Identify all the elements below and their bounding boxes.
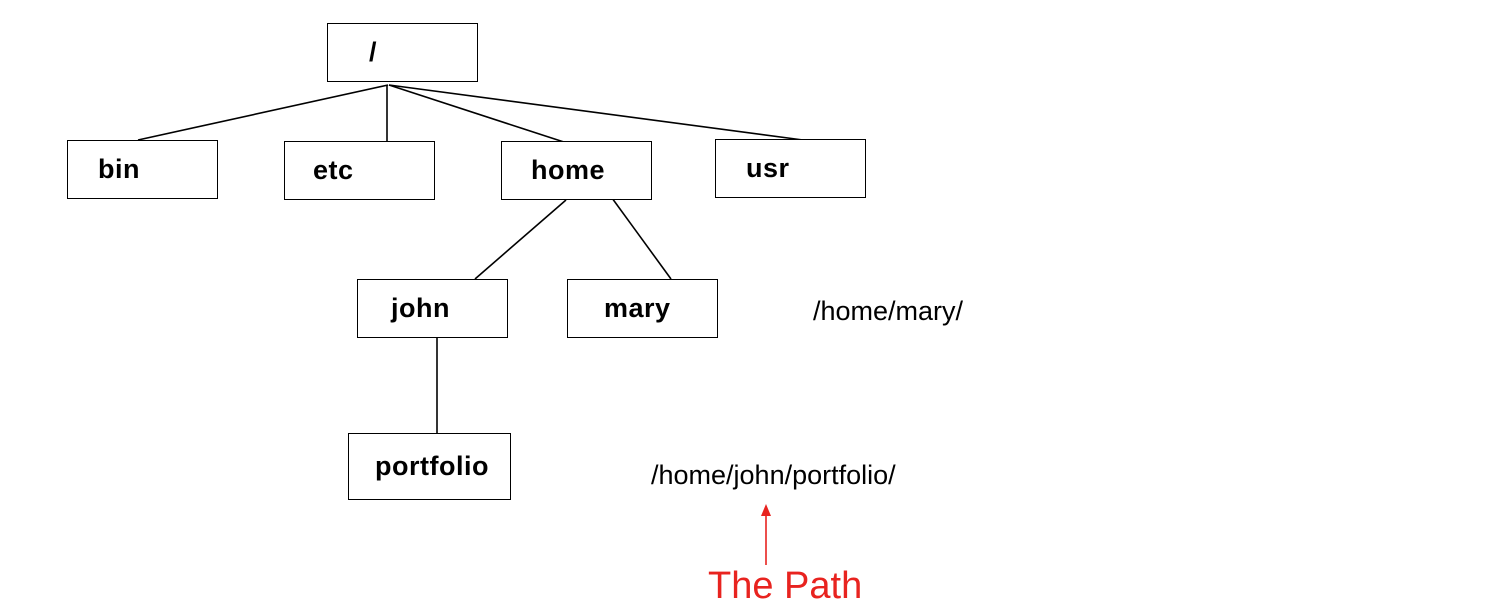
edge-home-mary [611, 197, 672, 280]
node-usr: usr [715, 139, 866, 198]
path-caption: The Path [708, 565, 863, 607]
node-usr-label: usr [746, 153, 790, 183]
node-portfolio-label: portfolio [375, 451, 489, 481]
node-mary: mary [567, 279, 718, 338]
node-bin-label: bin [98, 154, 140, 184]
node-root: / [327, 23, 478, 82]
edge-root-usr [388, 84, 804, 141]
node-portfolio: portfolio [348, 433, 511, 500]
node-john-label: john [391, 293, 450, 323]
node-bin: bin [67, 140, 218, 199]
node-root-label: / [369, 37, 378, 67]
node-mary-label: mary [604, 293, 671, 323]
edge-home-john [474, 199, 567, 280]
edge-root-bin [137, 84, 389, 141]
node-home-label: home [531, 155, 606, 185]
path-label-mary: /home/mary/ [813, 296, 964, 326]
node-etc: etc [284, 141, 435, 200]
node-john: john [357, 279, 508, 338]
path-arrow-head [761, 504, 771, 516]
path-label-portfolio: /home/john/portfolio/ [651, 460, 896, 490]
node-home: home [501, 141, 652, 200]
node-etc-label: etc [313, 155, 354, 185]
edge-root-home [388, 84, 571, 145]
